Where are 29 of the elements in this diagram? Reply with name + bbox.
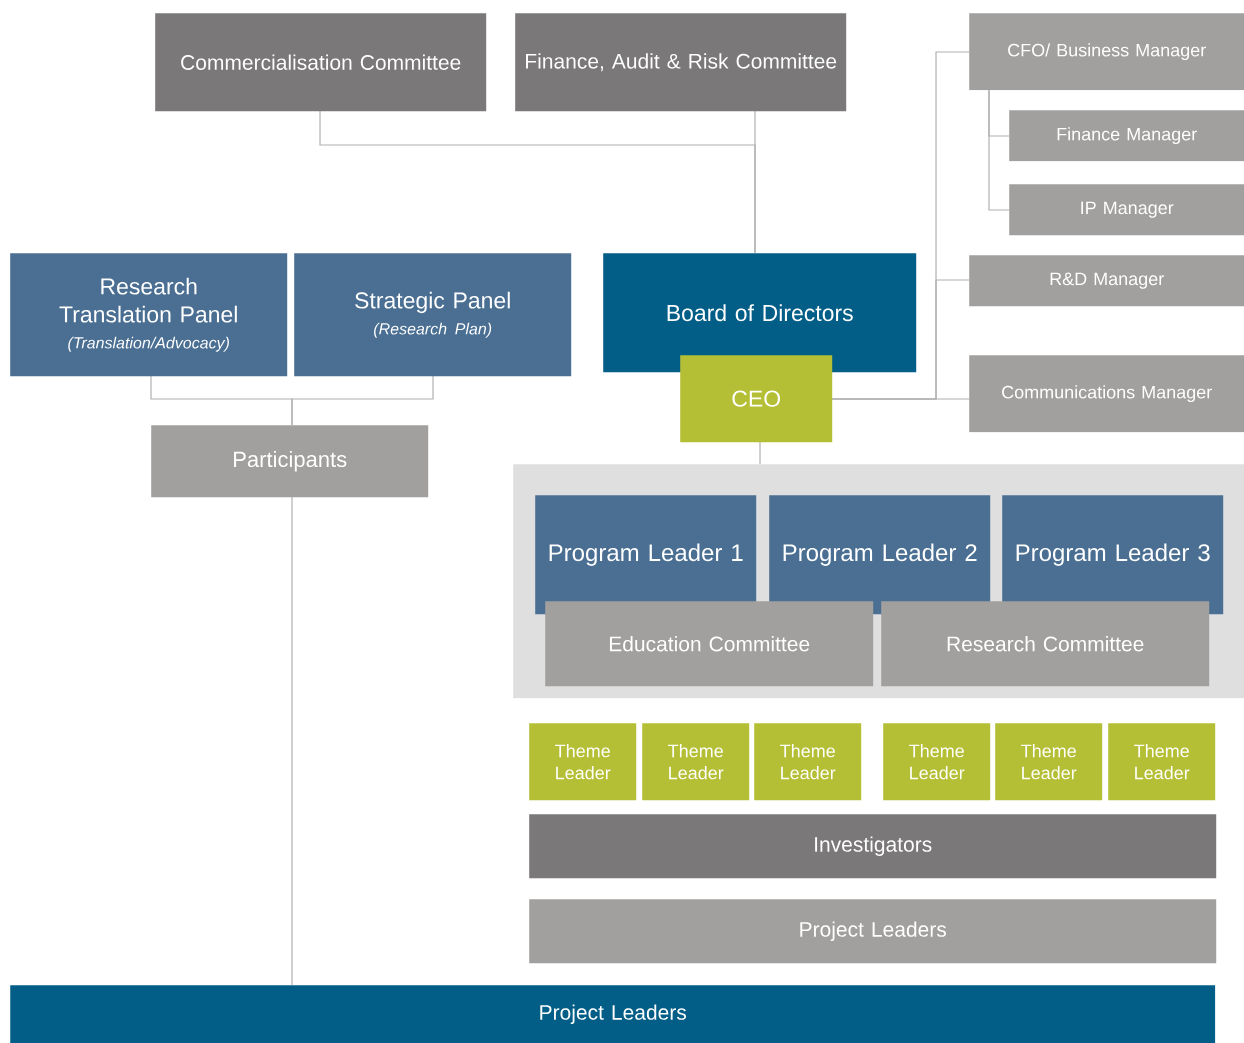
investigators-bar: Investigators: [529, 814, 1217, 879]
committee-box: Research Committee: [881, 601, 1210, 687]
project-leaders-bar: Project Leaders: [10, 985, 1216, 1043]
connector-line: [754, 110, 756, 254]
committee-box: Commercialisation Committee: [155, 13, 487, 112]
theme-leader-box: Theme Leader: [754, 723, 862, 801]
theme-leader-box: Theme Leader: [883, 723, 991, 801]
theme-leader-box: Theme Leader: [1108, 723, 1216, 801]
connector-line: [831, 398, 970, 400]
role-box: CFO/ Business Manager: [969, 13, 1244, 91]
project-leaders-bar: Project Leaders: [529, 899, 1217, 964]
ceo-box: CEO: [680, 355, 833, 443]
connector-line: [759, 441, 761, 465]
role-box: R&D Manager: [969, 255, 1244, 307]
committee-box: Education Committee: [545, 601, 874, 687]
participants-box: Participants: [151, 425, 429, 498]
role-box: IP Manager: [1009, 184, 1244, 236]
board-box: Board of Directors: [603, 253, 917, 373]
connector-line: [291, 375, 434, 426]
connector-line: [988, 89, 1010, 211]
theme-leader-box: Theme Leader: [995, 723, 1103, 801]
panel-box: Strategic Panel (Research Plan): [294, 253, 572, 377]
role-box: Communications Manager: [969, 355, 1244, 433]
theme-leader-box: Theme Leader: [642, 723, 750, 801]
theme-leader-box: Theme Leader: [529, 723, 637, 801]
panel-box: Research Translation Panel (Translation/Advocacy): [10, 253, 288, 377]
committee-box: Finance, Audit & Risk Committee: [515, 13, 847, 112]
connector-line: [291, 496, 293, 986]
role-box: Finance Manager: [1009, 110, 1244, 162]
